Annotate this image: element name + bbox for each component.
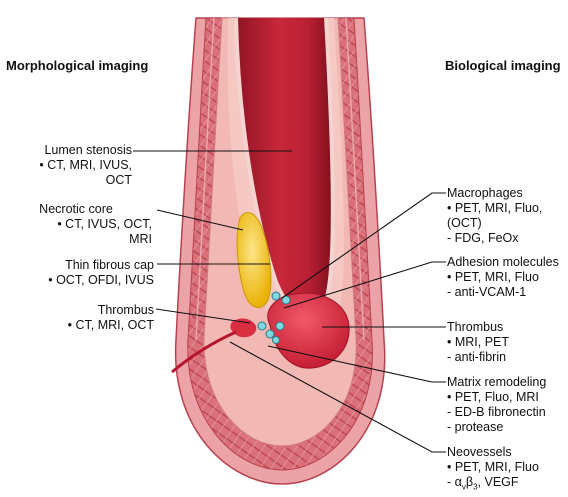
leader-neovessels <box>229 341 446 453</box>
label-thrombus-right: Thrombus • MRI, PET - anti-fibrin <box>447 320 509 365</box>
greek-prefix: - α <box>447 475 462 489</box>
label-title: Thin fibrous cap <box>65 258 154 272</box>
label-line: - anti-VCAM-1 <box>447 285 527 299</box>
label-line: • CT, MRI, OCT <box>67 318 154 332</box>
leader-matrix-remodeling <box>267 345 446 383</box>
cell-markers <box>257 291 291 344</box>
label-line: - ED-B fibronectin <box>447 405 546 419</box>
label-thin-fibrous-cap: Thin fibrous cap • OCT, OFDI, IVUS <box>0 258 154 288</box>
header-biological-imaging: Biological imaging <box>445 58 561 73</box>
label-title: Neovessels <box>447 445 512 459</box>
label-line: (OCT) <box>447 216 482 230</box>
label-lumen-stenosis: Lumen stenosis • CT, MRI, IVUS, OCT <box>0 143 132 188</box>
label-line: MRI <box>129 232 152 246</box>
label-line: - FDG, FeOx <box>447 231 519 245</box>
elastic-lamina-right <box>345 17 365 341</box>
neovessel <box>171 330 237 374</box>
greek-sub-v: v <box>461 482 466 492</box>
greek-suffix: , VEGF <box>477 475 519 489</box>
greek-sub-3: 3 <box>473 482 478 492</box>
label-title: Thrombus <box>447 320 504 334</box>
label-thrombus-left: Thrombus • CT, MRI, OCT <box>0 303 154 333</box>
greek-beta: β <box>465 475 474 489</box>
header-morphological-imaging: Morphological imaging <box>6 58 149 73</box>
label-line: • PET, MRI, Fluo <box>447 460 539 474</box>
necrotic-core <box>236 212 272 308</box>
label-line: - anti-fibrin <box>447 350 507 364</box>
leader-thrombus-left <box>155 308 251 324</box>
lumen <box>236 18 333 315</box>
leader-necrotic-core <box>156 209 244 231</box>
label-title: Thrombus <box>97 303 154 317</box>
label-neovessels: Neovessels • PET, MRI, Fluo - αvβ3, VEGF <box>447 445 539 495</box>
label-line: • PET, MRI, Fluo <box>447 270 539 284</box>
label-line: • MRI, PET <box>447 335 510 349</box>
label-line: • CT, IVUS, OCT, <box>57 217 152 231</box>
label-line: • CT, MRI, IVUS, <box>39 158 132 172</box>
label-line: • PET, MRI, Fluo, <box>447 201 543 215</box>
label-line: • OCT, OFDI, IVUS <box>48 273 154 287</box>
label-macrophages: Macrophages • PET, MRI, Fluo, (OCT) - FD… <box>447 186 542 246</box>
label-title: Macrophages <box>447 186 523 200</box>
leader-macrophages <box>281 192 446 299</box>
label-line-greek: - αvβ3, VEGF <box>447 475 539 495</box>
label-matrix-remodeling: Matrix remodeling • PET, Fluo, MRI - ED-… <box>447 375 546 435</box>
label-adhesion-molecules: Adhesion molecules • PET, MRI, Fluo - an… <box>447 255 559 300</box>
label-title: Matrix remodeling <box>447 375 547 389</box>
label-line: - protease <box>447 420 504 434</box>
label-necrotic-core: Necrotic core • CT, IVUS, OCT, MRI <box>0 202 152 247</box>
label-title: Adhesion molecules <box>447 255 559 269</box>
leader-adhesion-molecules <box>283 261 446 309</box>
label-title: Necrotic core <box>39 202 113 216</box>
elastic-lamina-left <box>195 17 215 341</box>
label-line: OCT <box>105 173 132 187</box>
label-line: • PET, Fluo, MRI <box>447 390 539 404</box>
label-title: Lumen stenosis <box>44 143 132 157</box>
